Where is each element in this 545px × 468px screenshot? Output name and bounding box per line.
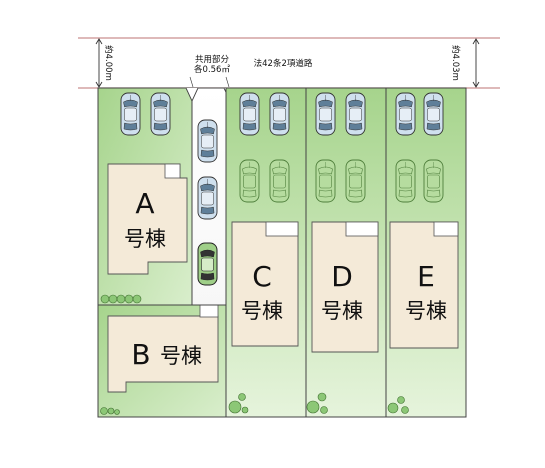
lot-e-car-1 [395,92,416,136]
lot-e-shrubs [387,396,409,414]
lot-b-suffix: 号棟 [160,344,202,368]
lot-b-letter: B [131,338,150,371]
road: 約4.00m 約4.03m 法42条2項道路 共用部分 各0.56㎡ [78,37,500,89]
lot-d-car-outline-2 [345,159,366,203]
lot-c-building-porch [265,221,299,237]
driveway-car-2 [197,176,218,220]
driveway-car-1 [197,119,218,163]
lot-d-building-porch [345,221,379,237]
lot-a: A 号棟 [97,87,193,306]
road-type-label: 法42条2項道路 [254,58,313,69]
lot-c-car-outline-1 [239,159,260,203]
road-width-left-label: 約4.00m [103,45,114,81]
lot-d-letter: D [331,260,353,293]
lot-d: D 号棟 [305,87,387,418]
lot-a-car-2 [150,92,171,136]
shared-area-marker-left [185,87,199,103]
lot-e-car-2 [423,92,444,136]
shared-area-label-line1: 共用部分 [195,54,230,65]
road-width-right-label: 約4.03m [450,45,461,81]
lot-a-building-porch [164,163,181,179]
lot-e-car-outline-1 [395,159,416,203]
lot-d-shrubs [306,392,328,414]
lot-c-car-1 [239,92,260,136]
lot-b-shrubs [100,407,120,415]
lot-a-shrubs [100,294,142,304]
lot-c-letter: C [252,260,272,293]
lot-e-car-outline-2 [423,159,444,203]
lot-a-car-1 [120,92,141,136]
lot-b-building-porch [199,303,219,318]
lot-e-letter: E [417,260,435,293]
shared-driveway [185,76,237,306]
lot-d-suffix: 号棟 [321,299,363,323]
shared-area-label-line2: 各0.56㎡ [194,64,230,75]
lot-c-suffix: 号棟 [241,299,283,323]
lot-c: C 号棟 [225,87,307,418]
lot-d-car-outline-1 [315,159,336,203]
lot-d-car-2 [345,92,366,136]
lot-e-building-porch [433,221,459,237]
lot-b: B 号棟 [97,303,227,418]
lot-c-car-outline-2 [269,159,290,203]
lot-e-suffix: 号棟 [405,299,447,323]
lot-a-letter: A [135,187,154,220]
lot-e: E 号棟 [385,87,467,418]
lot-a-suffix: 号棟 [124,227,166,251]
lot-d-car-1 [315,92,336,136]
driveway-car-3 [197,242,218,286]
lot-c-shrubs [228,393,249,414]
lot-c-car-2 [269,92,290,136]
